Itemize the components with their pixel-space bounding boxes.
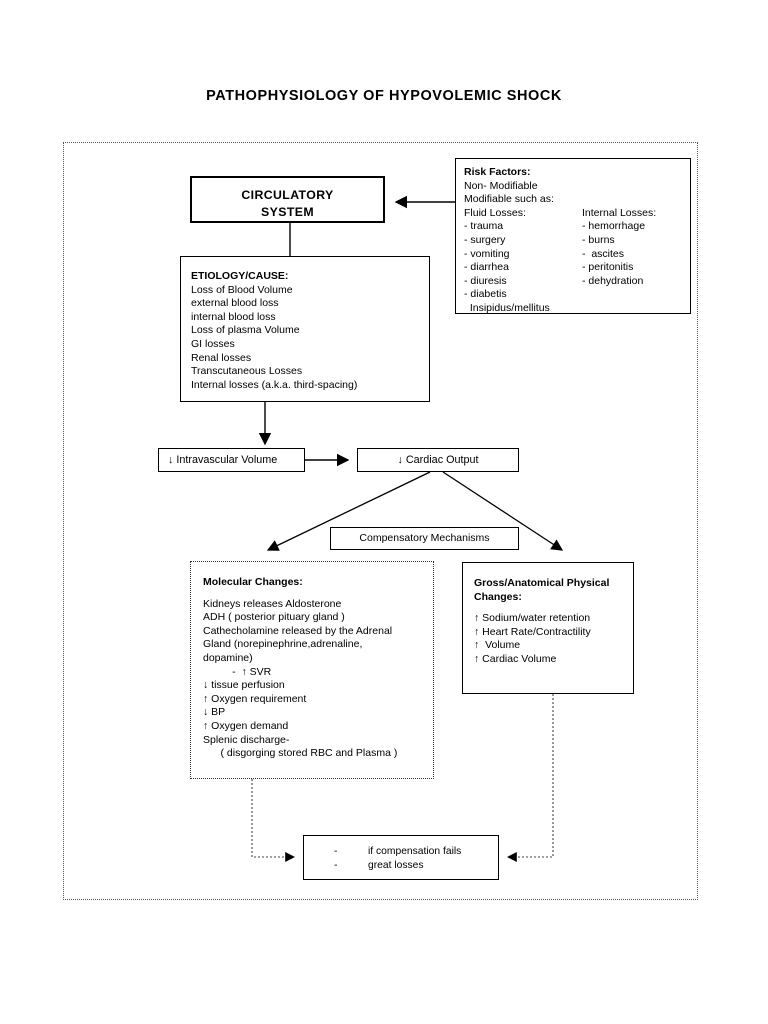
molecular-item: ( disgorging stored RBC and Plasma ): [203, 747, 398, 760]
node-etiology-cause[interactable]: ETIOLOGY/CAUSE: Loss of Blood Volume ext…: [180, 256, 430, 402]
etiology-heading: ETIOLOGY/CAUSE:: [191, 270, 289, 282]
circulatory-line-2: SYSTEM: [261, 204, 314, 219]
etiology-item: external blood loss: [191, 297, 279, 310]
risk-fluid-item: - surgery: [464, 233, 506, 246]
risk-internal-item: - hemorrhage: [582, 220, 646, 233]
risk-internal-losses-head: Internal Losses:: [582, 206, 657, 219]
etiology-item: GI losses: [191, 337, 235, 350]
node-compensatory-mechanisms[interactable]: Compensatory Mechanisms: [330, 527, 519, 550]
risk-internal-item: - burns: [582, 233, 615, 246]
etiology-item: Transcutaneous Losses: [191, 365, 303, 378]
molecular-item: Gland (norepinephrine,adrenaline,: [203, 638, 363, 651]
cardiac-label: ↓ Cardiac Output: [397, 454, 479, 466]
risk-fluid-item: - diabetis: [464, 288, 507, 301]
diagram-outer-frame: [63, 142, 698, 900]
risk-non-modifiable: Non- Modifiable: [464, 179, 538, 192]
compensatory-label: Compensatory Mechanisms: [359, 532, 490, 544]
node-cardiac-output[interactable]: ↓ Cardiac Output: [357, 448, 519, 472]
etiology-item: internal blood loss: [191, 310, 276, 323]
outcome-item: if compensation fails: [368, 846, 462, 857]
node-intravascular-volume[interactable]: ↓ Intravascular Volume: [158, 448, 305, 472]
etiology-item: Loss of plasma Volume: [191, 324, 300, 337]
risk-modifiable: Modifiable such as:: [464, 193, 554, 206]
page-title: PATHOPHYSIOLOGY OF HYPOVOLEMIC SHOCK: [206, 88, 562, 104]
molecular-item: ↑ Oxygen requirement: [203, 692, 307, 705]
risk-fluid-item: - diarrhea: [464, 261, 509, 274]
etiology-item: Loss of Blood Volume: [191, 283, 293, 296]
etiology-item: Renal losses: [191, 351, 252, 364]
outcome-bullet: -: [334, 860, 338, 871]
risk-fluid-item: - trauma: [464, 220, 504, 233]
node-molecular-changes[interactable]: Molecular Changes: Kidneys releases Aldo…: [190, 561, 434, 779]
molecular-item: ↓ tissue perfusion: [203, 679, 285, 692]
risk-internal-item: - ascites: [582, 247, 625, 260]
outcome-item: great losses: [368, 860, 424, 871]
risk-internal-item: - dehydration: [582, 274, 644, 287]
etiology-item: Internal losses (a.k.a. third-spacing): [191, 378, 358, 391]
circulatory-line-1: CIRCULATORY: [241, 188, 334, 202]
risk-fluid-item: - diuresis: [464, 274, 507, 287]
molecular-item: ADH ( posterior pituary gland ): [203, 611, 345, 624]
node-circulatory-system[interactable]: CIRCULATORY SYSTEM: [190, 176, 385, 223]
intravascular-label: ↓ Intravascular Volume: [168, 454, 278, 466]
gross-heading-1: Gross/Anatomical Physical: [474, 577, 610, 589]
gross-item: ↑ Sodium/water retention: [474, 612, 591, 625]
molecular-item: Kidneys releases Aldosterone: [203, 597, 342, 610]
molecular-item: ↑ Oxygen demand: [203, 719, 289, 732]
risk-heading: Risk Factors:: [464, 166, 531, 178]
molecular-item: Cathecholamine released by the Adrenal: [203, 624, 393, 637]
outcome-bullet: -: [334, 846, 338, 857]
node-risk-factors[interactable]: Risk Factors: Non- Modifiable Modifiable…: [455, 158, 691, 314]
risk-internal-item: - peritonitis: [582, 261, 634, 274]
gross-item: ↑ Volume: [474, 639, 521, 652]
molecular-heading: Molecular Changes:: [203, 576, 303, 588]
risk-fluid-losses-head: Fluid Losses:: [464, 206, 526, 219]
molecular-item: dopamine): [203, 651, 253, 664]
risk-fluid-item: Insipidus/mellitus: [464, 301, 550, 314]
molecular-item: ↓ BP: [203, 706, 226, 719]
molecular-item: - ↑ SVR: [203, 665, 272, 678]
molecular-item: Splenic discharge-: [203, 733, 290, 746]
gross-item: ↑ Heart Rate/Contractility: [474, 625, 591, 638]
risk-fluid-item: - vomiting: [464, 247, 510, 260]
gross-item: ↑ Cardiac Volume: [474, 652, 557, 665]
node-gross-anatomical-changes[interactable]: Gross/Anatomical Physical Changes: ↑ Sod…: [462, 562, 634, 694]
node-outcome[interactable]: - if compensation fails - great losses: [303, 835, 499, 880]
gross-heading-2: Changes:: [474, 590, 522, 603]
